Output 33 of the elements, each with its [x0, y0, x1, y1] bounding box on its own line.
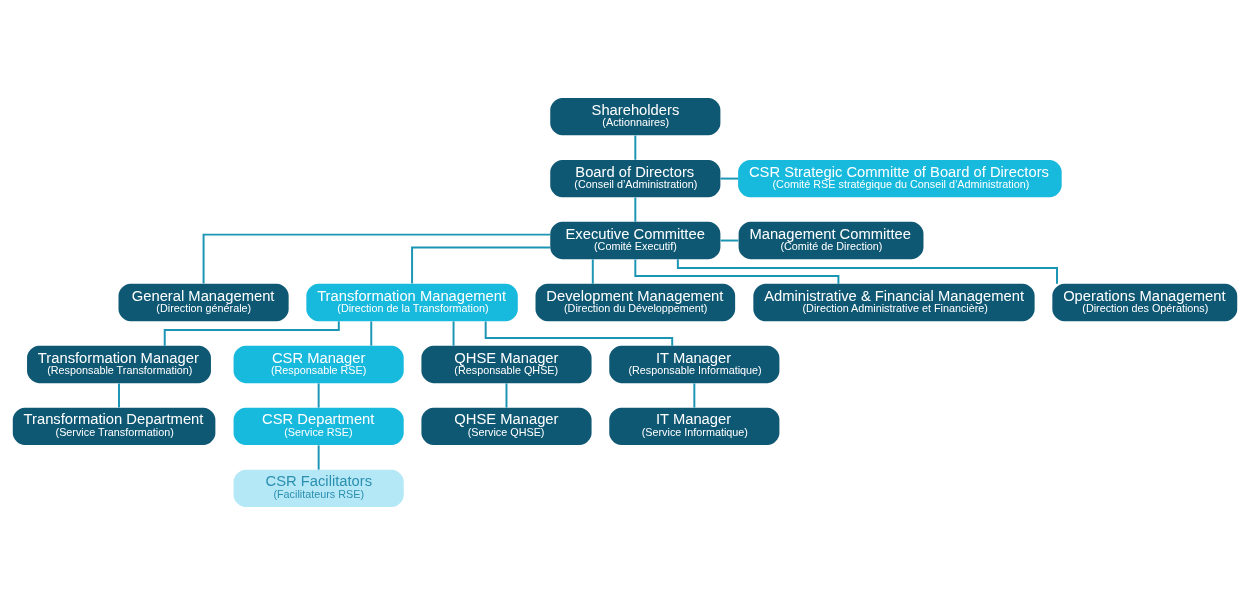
node-box: Operations Management (Direction des Opérations)	[1052, 283, 1238, 322]
connector	[317, 444, 320, 471]
node-box: IT Manager (Responsable Informatique)	[609, 345, 780, 384]
node-box: Board of Directors (Conseil d’Administration)	[550, 159, 721, 198]
node-box: CSR Facilitators (Facilitateurs RSE)	[233, 469, 404, 508]
connector	[505, 382, 508, 409]
node-box: Management Committee (Comité de Direction)	[738, 221, 924, 260]
connector	[634, 134, 637, 161]
node-box: CSR Strategic Committe of Board of Directors (Comité RSE stratégique du Conseil d’Administration)	[738, 159, 1062, 198]
connector	[634, 196, 637, 223]
node-box: QHSE Manager (Responsable QHSE)	[421, 345, 592, 384]
connector	[370, 320, 373, 347]
connector	[202, 233, 551, 285]
node-box: CSR Department (Service RSE)	[233, 407, 404, 446]
node-box: Shareholders (Actionnaires)	[550, 97, 721, 136]
node-box: Development Management (Direction du Développement)	[535, 283, 736, 322]
connector	[452, 320, 455, 347]
node-box: IT Manager (Service Informatique)	[609, 407, 780, 446]
connector	[411, 246, 551, 285]
node-box: Administrative & Financial Management (Direction Administrative et Financière)	[753, 283, 1035, 322]
node-box: Transformation Department (Service Transformation)	[12, 407, 216, 446]
connector	[118, 382, 120, 409]
connector	[591, 258, 594, 285]
node-box: General Management (Direction générale)	[118, 283, 289, 322]
node-box: Transformation Manager (Responsable Transformation)	[27, 345, 211, 384]
node-box: Executive Committee (Comité Executif)	[550, 221, 721, 260]
node-box: CSR Manager (Responsable RSE)	[233, 345, 404, 384]
connector	[693, 382, 696, 409]
connector	[719, 177, 740, 180]
connector	[719, 239, 740, 242]
node-box: QHSE Manager (Service QHSE)	[421, 407, 592, 446]
node-box: Transformation Management (Direction de la Transformation)	[306, 283, 518, 322]
connector	[317, 382, 320, 409]
